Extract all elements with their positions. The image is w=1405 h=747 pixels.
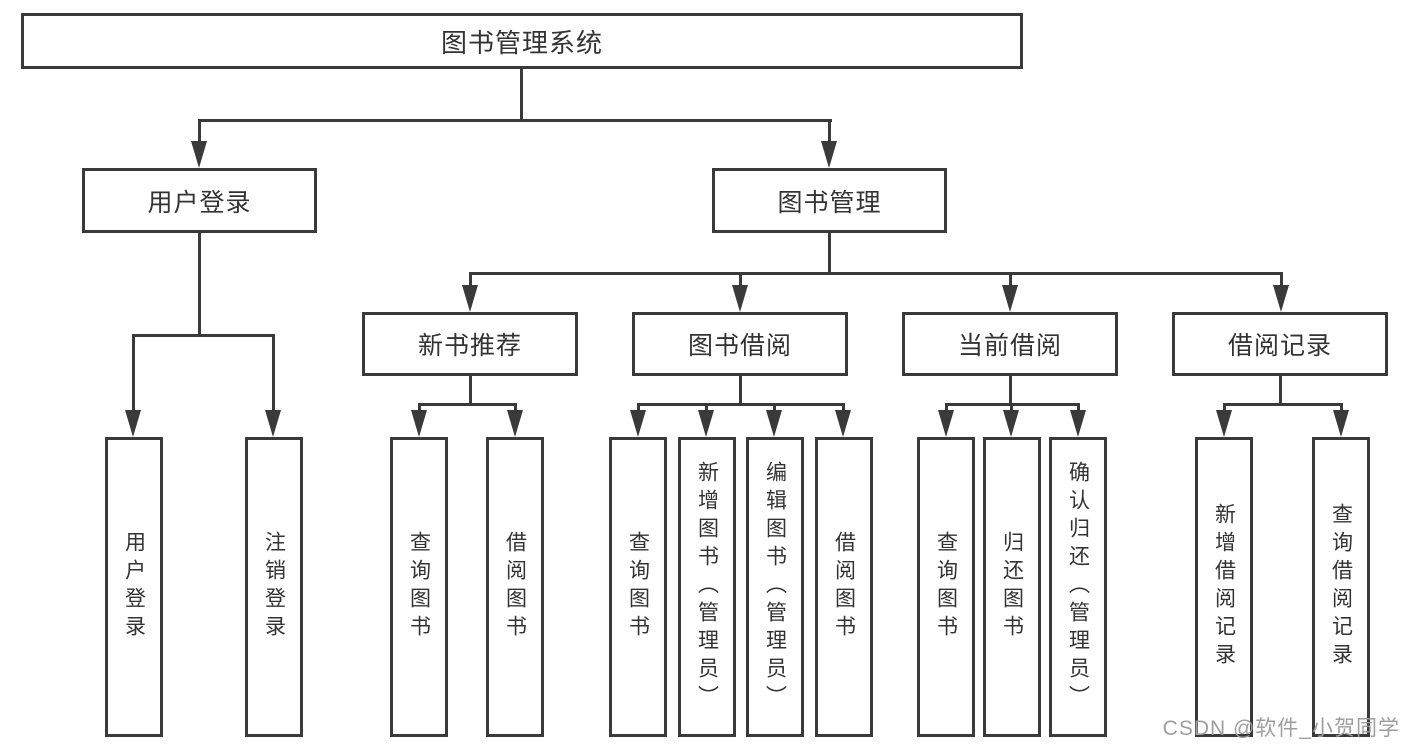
arrowhead-down-icon (265, 410, 281, 437)
leaf-label: 查询图书 (626, 531, 650, 643)
node-book-management: 图书管理 (712, 168, 947, 233)
connector (198, 119, 832, 122)
arrowhead-down-icon (1002, 285, 1018, 312)
connector (1077, 403, 1080, 412)
node-root: 图书管理系统 (21, 13, 1023, 69)
connector (198, 233, 201, 336)
leaf-add-book-admin: 新增图书（管理员） (678, 437, 736, 737)
node-label: 图书借阅 (687, 332, 792, 360)
connector (705, 403, 708, 412)
connector (1223, 403, 1342, 406)
leaf-query-borrow-record: 查询借阅记录 (1312, 437, 1370, 737)
arrowhead-down-icon (125, 410, 141, 437)
arrowhead-down-icon (1273, 285, 1289, 312)
leaf-query-books-3: 查询图书 (917, 437, 975, 737)
connector (132, 334, 135, 412)
connector (1010, 403, 1013, 412)
leaf-label: 借阅图书 (832, 531, 856, 643)
leaf-confirm-return-admin: 确认归还（管理员） (1049, 437, 1107, 737)
leaf-user-login: 用户登录 (105, 437, 163, 737)
node-label: 图书管理系统 (440, 27, 603, 58)
connector (828, 233, 831, 275)
arrowhead-down-icon (507, 410, 523, 437)
leaf-label: 查询图书 (934, 531, 958, 643)
arrowhead-down-icon (938, 410, 954, 437)
node-label: 新书推荐 (417, 332, 522, 360)
leaf-edit-book-admin: 编辑图书（管理员） (746, 437, 804, 737)
arrowhead-down-icon (411, 410, 427, 437)
leaf-label: 新增图书（管理员） (695, 461, 719, 713)
connector (469, 376, 472, 406)
connector (637, 403, 640, 412)
connector (469, 272, 472, 288)
node-book-borrow: 图书借阅 (632, 312, 848, 376)
node-label: 当前借阅 (957, 332, 1062, 360)
leaf-label: 确认归还（管理员） (1066, 461, 1090, 713)
arrowhead-down-icon (698, 410, 714, 437)
arrowhead-down-icon (835, 410, 851, 437)
node-label: 图书管理 (777, 188, 882, 217)
leaf-label: 查询图书 (407, 531, 431, 643)
leaf-logout: 注销登录 (245, 437, 303, 737)
arrowhead-down-icon (462, 285, 478, 312)
leaf-add-borrow-record: 新增借阅记录 (1195, 437, 1253, 737)
leaf-label: 新增借阅记录 (1212, 503, 1236, 671)
leaf-label: 归还图书 (1000, 531, 1024, 643)
connector (469, 272, 1282, 275)
leaf-return-book: 归还图书 (983, 437, 1041, 737)
arrowhead-down-icon (1333, 410, 1349, 437)
connector (418, 403, 421, 412)
node-borrow-records: 借阅记录 (1172, 312, 1388, 376)
node-label: 借阅记录 (1227, 332, 1332, 360)
connector (520, 69, 523, 121)
leaf-label: 注销登录 (262, 531, 286, 643)
node-current-borrow: 当前借阅 (902, 312, 1118, 376)
leaf-label: 查询借阅记录 (1329, 503, 1353, 671)
arrowhead-down-icon (630, 410, 646, 437)
connector (1223, 403, 1226, 412)
leaf-borrow-books: 借阅图书 (486, 437, 544, 737)
connector (1009, 376, 1012, 406)
arrowhead-down-icon (1003, 410, 1019, 437)
leaf-borrow-books-2: 借阅图书 (815, 437, 873, 737)
connector (1340, 403, 1343, 412)
arrowhead-down-icon (766, 410, 782, 437)
node-user-login: 用户登录 (82, 168, 317, 233)
leaf-label: 编辑图书（管理员） (763, 461, 787, 713)
connector (132, 334, 274, 337)
node-new-book-recommend: 新书推荐 (362, 312, 578, 376)
connector (945, 403, 948, 412)
leaf-query-books: 查询图书 (390, 437, 448, 737)
connector (418, 403, 517, 406)
leaf-label: 借阅图书 (503, 531, 527, 643)
arrowhead-down-icon (191, 141, 207, 168)
connector (828, 119, 831, 143)
connector (198, 119, 201, 143)
csdn-watermark: CSDN @软件_小贺同学 (1162, 717, 1400, 740)
arrowhead-down-icon (1216, 410, 1232, 437)
connector (272, 334, 275, 412)
connector (1279, 376, 1282, 406)
connector (1280, 272, 1283, 288)
arrowhead-down-icon (732, 285, 748, 312)
connector (739, 376, 742, 406)
connector (739, 272, 742, 288)
connector (773, 403, 776, 412)
node-label: 用户登录 (147, 188, 252, 217)
connector (1009, 272, 1012, 288)
connector (514, 403, 517, 412)
leaf-label: 用户登录 (122, 531, 146, 643)
arrowhead-down-icon (821, 141, 837, 168)
connector (637, 403, 844, 406)
connector (842, 403, 845, 412)
leaf-query-books-2: 查询图书 (609, 437, 667, 737)
arrowhead-down-icon (1070, 410, 1086, 437)
